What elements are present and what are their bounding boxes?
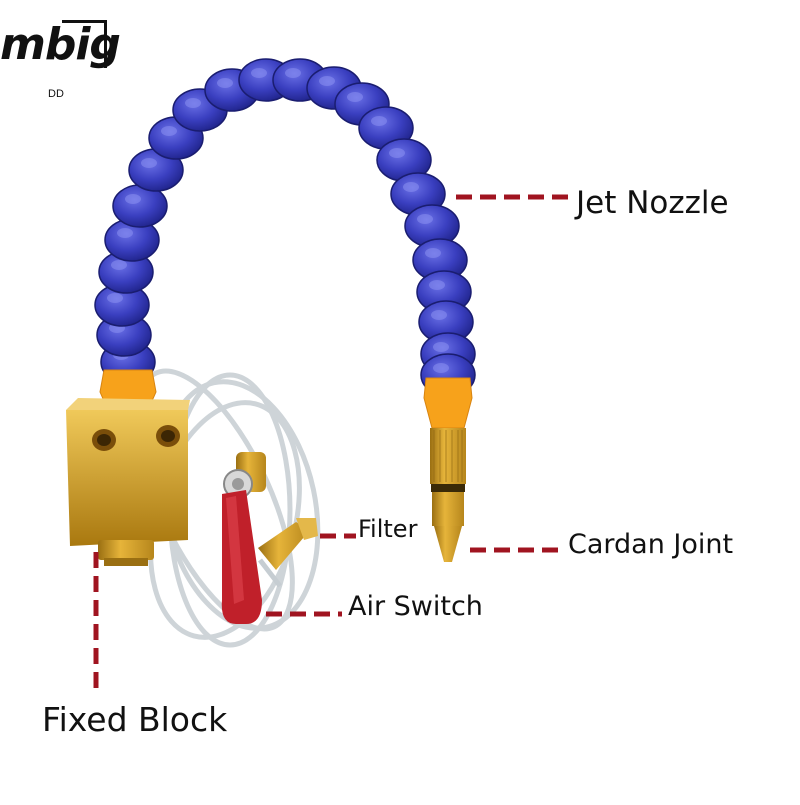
hose-segment-highlight bbox=[433, 363, 449, 373]
hose-segment-highlight bbox=[125, 194, 141, 204]
fixed-block bbox=[66, 398, 190, 566]
hose-segment-highlight bbox=[403, 182, 419, 192]
brand-logo-text: mbig bbox=[0, 19, 121, 70]
hose-segment-highlight bbox=[285, 68, 301, 78]
hose-segment-highlight bbox=[433, 342, 449, 352]
hose-segment-highlight bbox=[185, 98, 201, 108]
hose-segment-highlight bbox=[111, 260, 127, 270]
label-filter: Filter bbox=[358, 515, 418, 543]
hose-segment-highlight bbox=[431, 310, 447, 320]
leader-lines bbox=[93, 194, 572, 696]
cardan-joint-nozzle bbox=[430, 428, 466, 562]
hose-segment-highlight bbox=[251, 68, 267, 78]
hose-segment-highlight bbox=[425, 248, 441, 258]
brand-logo: mbig bbox=[0, 18, 130, 78]
hose-segment-highlight bbox=[429, 280, 445, 290]
label-fixed-block: Fixed Block bbox=[42, 700, 228, 739]
hose-segment-highlight bbox=[319, 76, 335, 86]
logo-bracket-right bbox=[104, 20, 107, 68]
flexible-hose bbox=[94, 58, 476, 397]
label-air-switch: Air Switch bbox=[348, 591, 483, 622]
right-orange-collar bbox=[423, 377, 473, 429]
air-switch-valve bbox=[221, 452, 266, 624]
hose-segment-highlight bbox=[161, 126, 177, 136]
filter-fitting bbox=[258, 518, 318, 588]
hose-segment-highlight bbox=[217, 78, 233, 88]
label-jet-nozzle: Jet Nozzle bbox=[576, 185, 729, 221]
logo-bracket-top bbox=[62, 20, 106, 23]
hose-segment-highlight bbox=[141, 158, 157, 168]
hose-segment-highlight bbox=[371, 116, 387, 126]
hose-segment-highlight bbox=[117, 228, 133, 238]
hose-segment-highlight bbox=[417, 214, 433, 224]
hose-segment-highlight bbox=[107, 293, 123, 303]
label-cardan-joint: Cardan Joint bbox=[568, 529, 734, 560]
hose-segment-highlight bbox=[347, 92, 363, 102]
brand-logo-subtext: DD bbox=[48, 88, 64, 100]
hose-segment-highlight bbox=[389, 148, 405, 158]
